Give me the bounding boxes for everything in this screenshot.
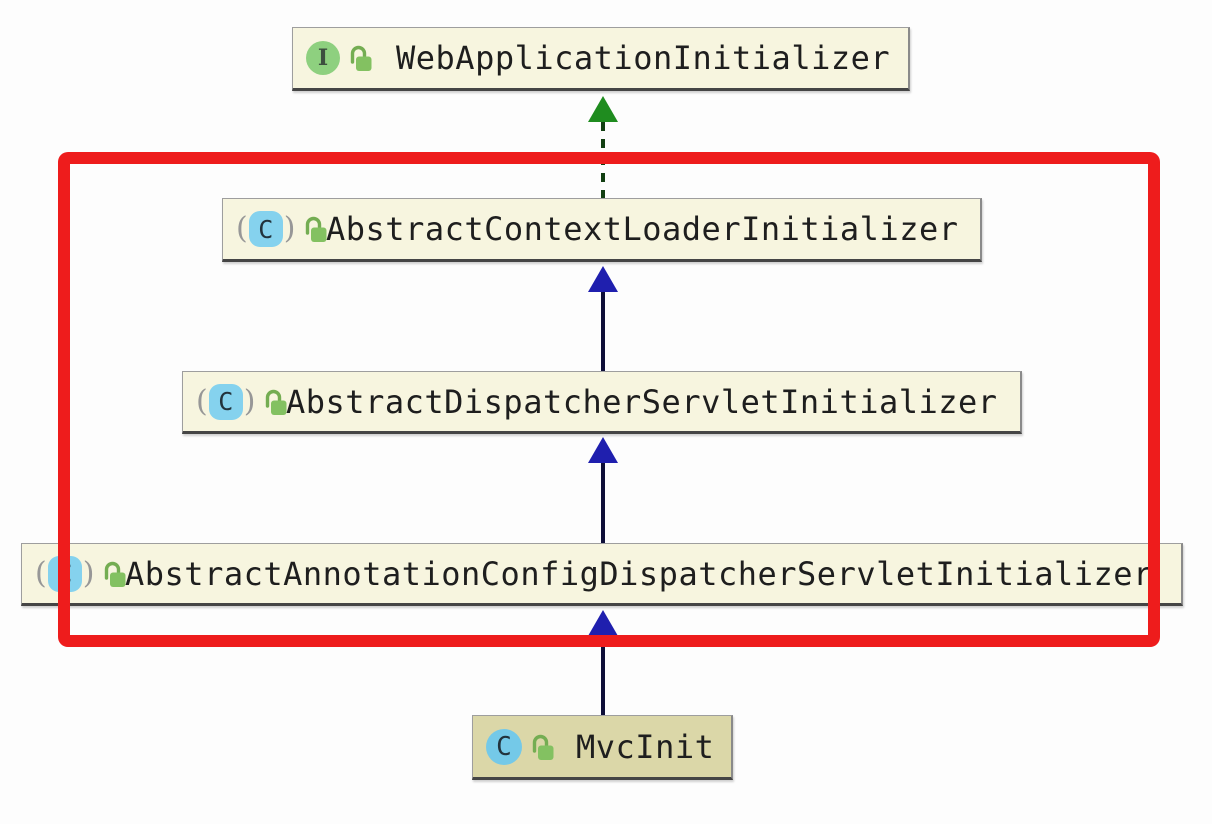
paren-glyph: ( (35, 555, 47, 591)
class-name-label: AbstractDispatcherServletInitializer (286, 382, 998, 421)
node-icon-group: ( C ) (35, 555, 127, 592)
public-visibility-lock-icon (102, 559, 127, 589)
class-node-mvcinit[interactable]: C MvcInit (472, 715, 733, 780)
abstract-class-icon: ( C ) (35, 555, 95, 592)
node-icon-group: I (306, 41, 396, 75)
extends-edge-line (601, 291, 605, 371)
class-name-label: AbstractAnnotationConfigDispatcherServle… (125, 554, 1153, 593)
paren-glyph: ( (236, 211, 248, 246)
class-name-label: WebApplicationInitializer (396, 39, 891, 77)
public-visibility-lock-icon (263, 387, 288, 417)
extends-arrowhead-icon (588, 610, 618, 636)
paren-glyph: ) (82, 555, 95, 591)
extends-edge-line (601, 462, 605, 543)
class-node-abstractdispatcherservletinitializer[interactable]: ( C ) AbstractDispatcherServletInitializ… (182, 371, 1022, 434)
implements-arrowhead-icon (588, 96, 618, 122)
extends-arrowhead-icon (588, 266, 618, 292)
implements-edge-line (601, 122, 605, 198)
class-name-label: MvcInit (576, 727, 715, 766)
class-icon: C (486, 728, 522, 765)
class-letter-glyph: C (47, 555, 82, 592)
class-node-abstractcontextloaderinitializer[interactable]: ( C ) AbstractContextLoaderInitializer (222, 198, 982, 262)
node-icon-group: ( C ) (196, 383, 288, 420)
class-name-label: AbstractContextLoaderInitializer (326, 210, 959, 248)
class-node-webapplicationinitializer[interactable]: I WebApplicationInitializer (292, 27, 910, 91)
public-visibility-lock-icon (530, 732, 555, 762)
class-letter-glyph: C (208, 383, 243, 420)
paren-glyph: ) (283, 211, 296, 246)
extends-edge-line (601, 635, 605, 715)
class-node-abstractannotationconfigdispatcherservletinitializer[interactable]: ( C ) AbstractAnnotationConfigDispatcher… (21, 543, 1183, 606)
public-visibility-lock-icon (348, 43, 373, 73)
paren-glyph: ( (196, 383, 208, 419)
extends-arrowhead-icon (588, 437, 618, 463)
class-letter-glyph: C (248, 211, 283, 247)
paren-glyph: ) (243, 383, 256, 419)
node-icon-group: C (486, 728, 576, 765)
public-visibility-lock-icon (303, 214, 328, 244)
abstract-class-icon: ( C ) (236, 211, 295, 247)
abstract-class-icon: ( C ) (196, 383, 256, 420)
node-icon-group: ( C ) (236, 211, 328, 247)
interface-icon: I (306, 41, 340, 75)
